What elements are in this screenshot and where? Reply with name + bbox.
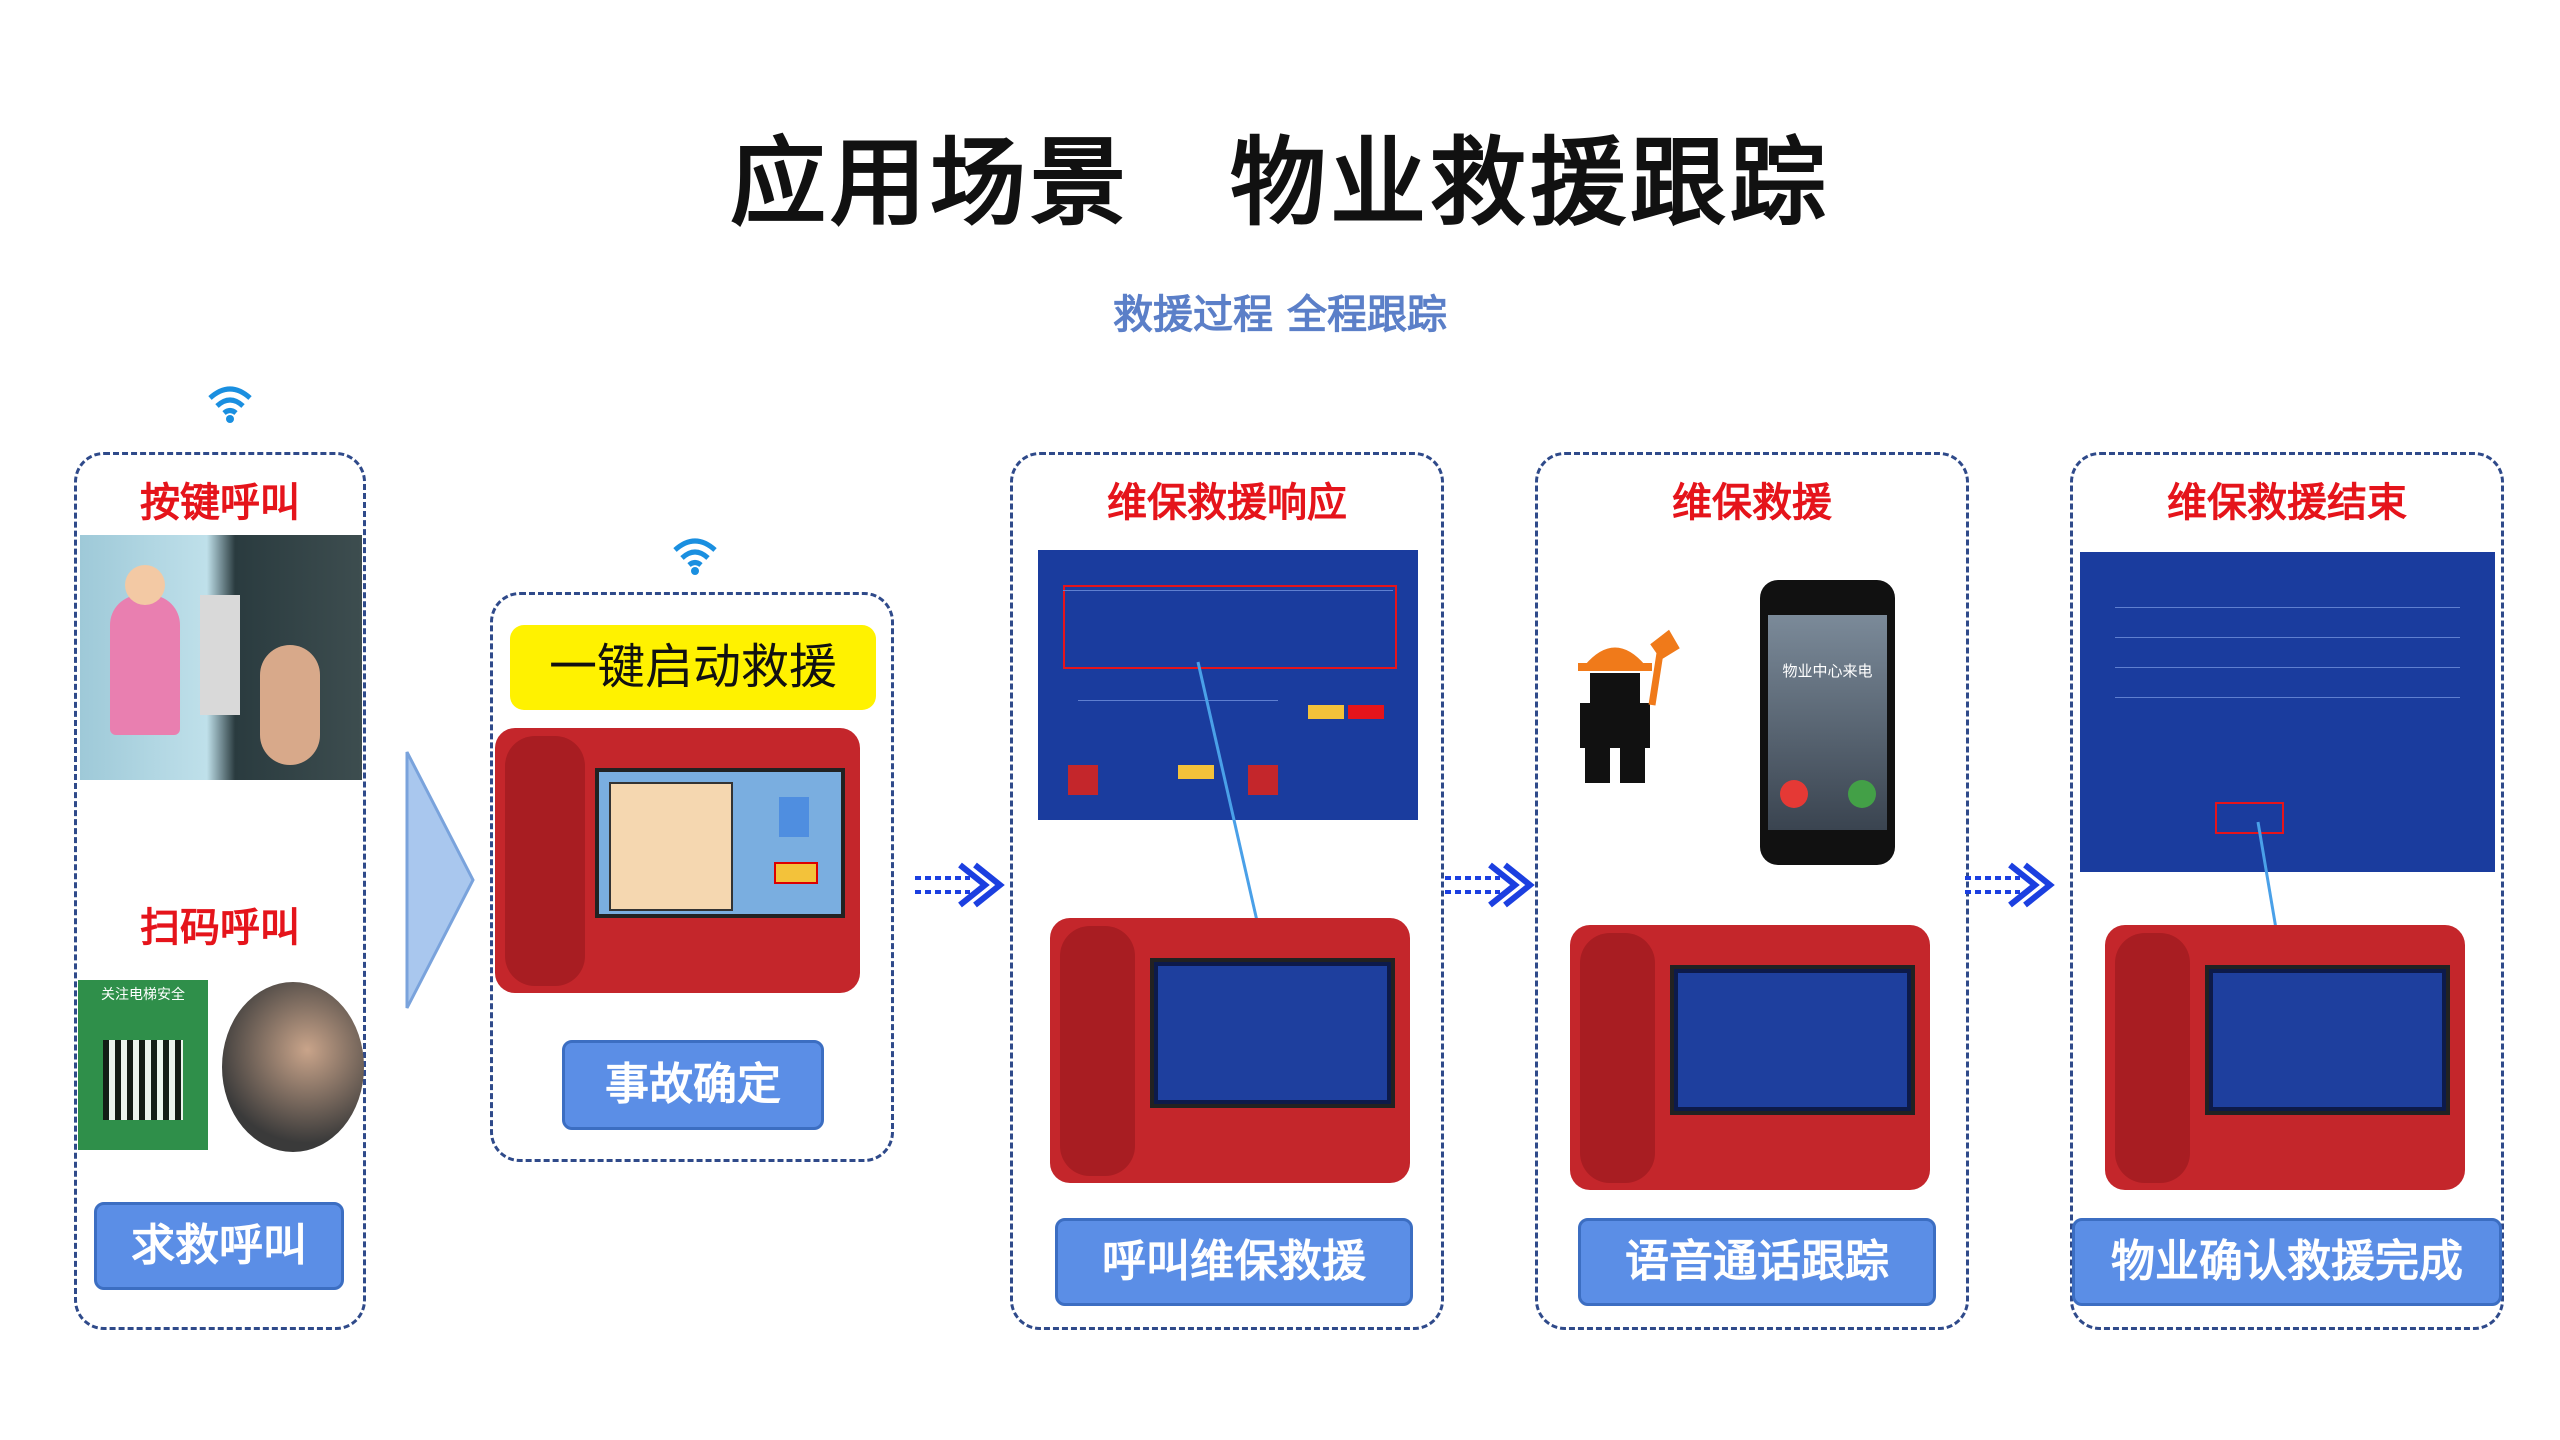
qr-code-card: 关注电梯安全: [78, 980, 208, 1150]
step-panel-response: [1010, 452, 1444, 1330]
smartphone-incoming-call: 物业中心来电: [1760, 580, 1895, 865]
step-panel-confirm: [490, 592, 894, 1162]
button-sos-call[interactable]: 求救呼叫: [94, 1202, 344, 1290]
wifi-icon: [208, 386, 252, 423]
flow-arrow: [1445, 862, 1535, 908]
banner-one-key-rescue: 一键启动救援: [510, 625, 876, 710]
flow-arrow-large: [405, 751, 475, 1009]
wifi-icon: [673, 538, 717, 575]
rescue-complete-screen: [2080, 552, 2495, 872]
qr-code-icon: [103, 1040, 183, 1120]
qr-label: 关注电梯安全: [101, 987, 185, 1003]
incoming-call-text: 物业中心来电: [1782, 662, 1873, 680]
step-panel-call: [74, 452, 366, 1330]
step-panel-complete: [2070, 452, 2504, 1330]
label-rescue-finished: 维保救援结束: [2167, 480, 2407, 526]
label-maintenance-rescue: 维保救援: [1672, 480, 1832, 526]
page-title: 应用场景 物业救援跟踪: [730, 126, 1830, 239]
flow-arrow: [915, 862, 1005, 908]
repair-worker-icon: [1578, 629, 1680, 783]
button-call-maintenance[interactable]: 呼叫维保救援: [1055, 1218, 1413, 1306]
label-maintenance-response: 维保救援响应: [1107, 480, 1347, 526]
hangup-icon[interactable]: [1780, 780, 1808, 808]
intercom-device: [495, 728, 860, 993]
intercom-device: [2105, 925, 2465, 1190]
intercom-device: [1050, 918, 1410, 1183]
label-key-call: 按键呼叫: [140, 480, 300, 526]
flow-arrow: [1965, 862, 2055, 908]
step-panel-voice: [1535, 452, 1969, 1330]
label-scan-call: 扫码呼叫: [140, 905, 300, 951]
answer-icon[interactable]: [1848, 780, 1876, 808]
rescue-tracking-screen: [1038, 550, 1418, 820]
page-subtitle: 救援过程 全程跟踪: [1113, 291, 1447, 338]
phone-scan-image: [222, 982, 364, 1152]
intercom-device: [1570, 925, 1930, 1190]
button-accident-confirm[interactable]: 事故确定: [562, 1040, 824, 1130]
button-voice-tracking[interactable]: 语音通话跟踪: [1578, 1218, 1936, 1306]
elevator-press-image: [80, 535, 362, 780]
button-confirm-complete[interactable]: 物业确认救援完成: [2072, 1218, 2502, 1306]
